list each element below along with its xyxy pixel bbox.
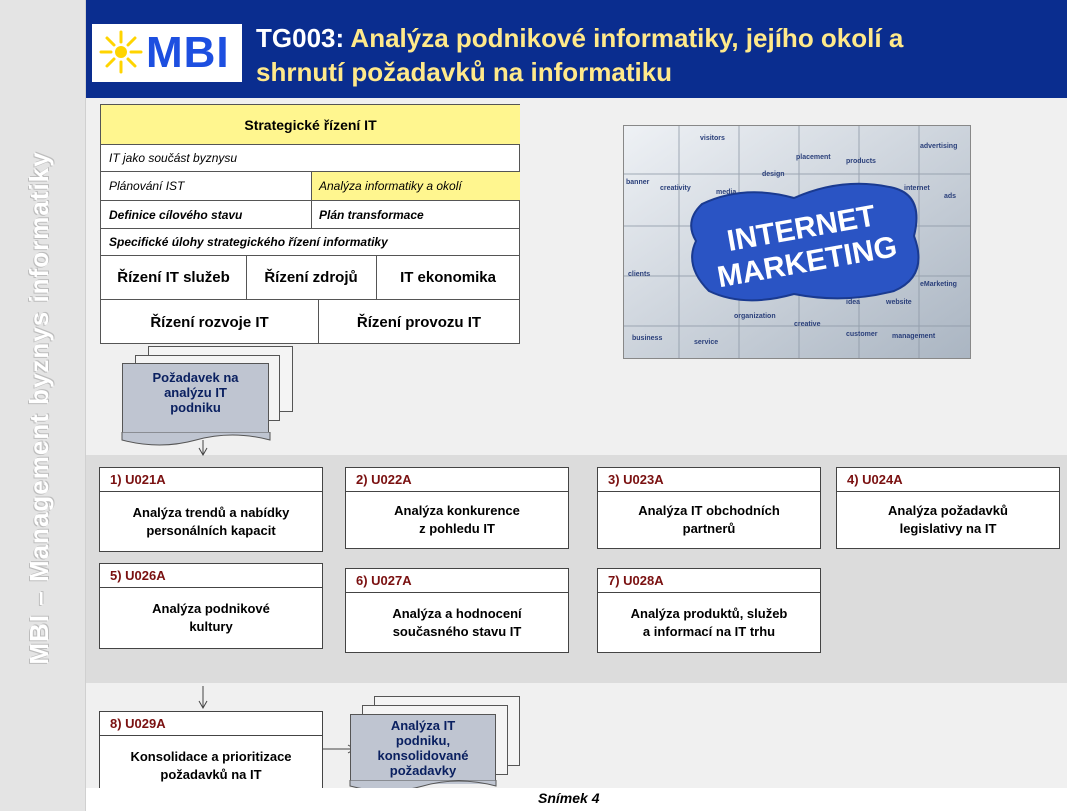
strategy-it-services: Řízení IT služeb — [101, 256, 246, 300]
input-doc-line1: Požadavek na — [152, 370, 239, 385]
input-document: Požadavek na analýzu IT podniku — [122, 363, 269, 435]
strategy-row-target: Definice cílového stavu — [101, 201, 311, 229]
svg-text:customer: customer — [846, 331, 878, 338]
task-code: 3) U023A — [598, 468, 820, 492]
sun-icon — [99, 30, 143, 74]
internet-marketing-image: INTERNET MARKETING visitors placement pr… — [623, 125, 971, 359]
strategy-row-specific: Specifické úlohy strategického řízení in… — [101, 229, 520, 256]
output-doc-line2: podniku, — [395, 733, 451, 748]
page-title: TG003: Analýza podnikové informatiky, je… — [256, 21, 1056, 89]
strategy-resources: Řízení zdrojů — [246, 256, 376, 300]
task-code: 1) U021A — [100, 468, 322, 492]
task-code: 4) U024A — [837, 468, 1059, 492]
mbi-logo: MBI — [92, 24, 242, 82]
sidebar — [0, 0, 86, 811]
strategy-operations: Řízení provozu IT — [356, 313, 482, 331]
output-doc-line3: konsolidované — [377, 748, 469, 763]
svg-text:visitors: visitors — [700, 135, 725, 142]
task-code: 6) U027A — [346, 569, 568, 593]
task-code: 2) U022A — [346, 468, 568, 492]
input-doc-line3: podniku — [170, 400, 221, 415]
strategy-development: Řízení rozvoje IT — [150, 313, 269, 331]
output-document: Analýza IT podniku, konsolidované požada… — [350, 714, 496, 784]
svg-text:internet: internet — [904, 185, 930, 192]
svg-text:service: service — [694, 339, 718, 346]
svg-text:creativity: creativity — [660, 185, 691, 192]
svg-text:media: media — [716, 189, 736, 196]
svg-text:clients: clients — [628, 271, 650, 278]
svg-text:placement: placement — [796, 154, 831, 161]
slide-number: Snímek 4 — [538, 790, 600, 806]
svg-text:design: design — [762, 171, 785, 178]
output-doc-line4: požadavky — [389, 763, 457, 778]
header-bar — [86, 0, 1067, 98]
title-line2: shrnutí požadavků na informatiku — [256, 57, 673, 87]
svg-text:business: business — [632, 335, 662, 342]
logo-text: MBI — [146, 28, 230, 77]
svg-text:creative: creative — [794, 321, 821, 328]
strategy-row-business: IT jako součást byznysu — [101, 145, 520, 172]
svg-text:banner: banner — [626, 179, 650, 186]
task-code: 8) U029A — [100, 712, 322, 736]
svg-text:products: products — [846, 158, 876, 165]
svg-text:management: management — [892, 333, 936, 340]
svg-text:eMarketing: eMarketing — [920, 281, 957, 288]
svg-text:advertising: advertising — [920, 143, 957, 150]
strategy-it-economics: IT ekonomika — [376, 256, 520, 300]
strategy-table: Strategické řízení IT IT jako součást by… — [100, 104, 520, 344]
strategy-title: Strategické řízení IT — [101, 105, 520, 145]
strategy-row-analysis: Analýza informatiky a okolí — [311, 172, 520, 201]
input-doc-line2: analýzu IT — [164, 385, 227, 400]
svg-text:idea: idea — [846, 299, 860, 306]
title-line1: Analýza podnikové informatiky, jejího ok… — [350, 23, 904, 53]
svg-text:organization: organization — [734, 313, 776, 320]
footer — [86, 788, 1067, 811]
svg-text:ads: ads — [944, 193, 956, 200]
strategy-row-planning: Plánování IST — [101, 172, 311, 201]
output-doc-line1: Analýza IT — [390, 718, 456, 733]
title-code: TG003: — [256, 23, 345, 53]
input-doc-wave — [121, 432, 271, 446]
strategy-row-transformation: Plán transformace — [311, 201, 520, 229]
task-code: 7) U028A — [598, 569, 820, 593]
sidebar-caption: MBI – Management byznys informatiky — [24, 151, 54, 665]
svg-text:website: website — [885, 299, 912, 306]
puzzle-graphic: INTERNET MARKETING visitors placement pr… — [624, 126, 970, 358]
task-code: 5) U026A — [100, 564, 322, 588]
